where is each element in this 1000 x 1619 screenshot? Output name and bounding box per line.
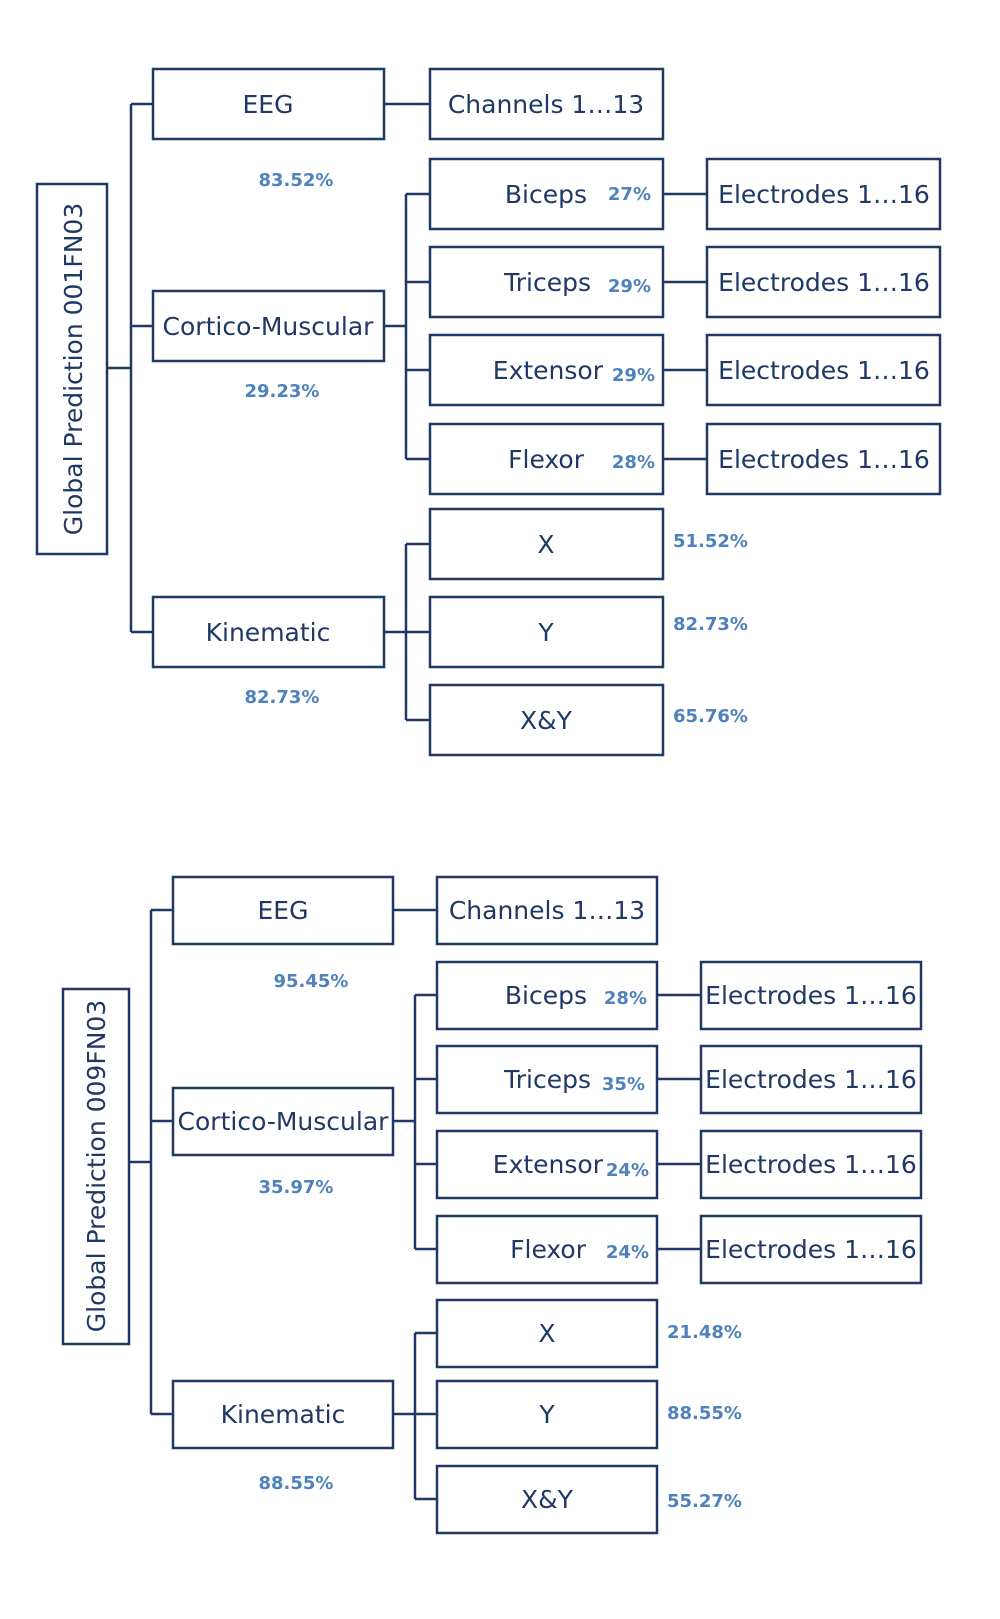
- cortico-accuracy: 35.97%: [259, 1177, 334, 1198]
- electrodes-label: Electrodes 1…16: [705, 1150, 917, 1179]
- eeg-channels-node: Channels 1…13: [428, 67, 665, 141]
- eeg-node: EEG: [151, 67, 386, 141]
- kinematic-label: Kinematic: [206, 618, 331, 647]
- axis-label: Y: [538, 1400, 555, 1429]
- axis-node-x: X: [428, 507, 665, 581]
- axis-percent: 21.48%: [667, 1322, 742, 1343]
- axis-node-x: X: [435, 1298, 659, 1369]
- muscle-label: Extensor: [493, 1150, 604, 1179]
- eeg-label: EEG: [258, 896, 309, 925]
- axis-node-xy: X&Y: [428, 683, 665, 757]
- electrodes-node-triceps: Electrodes 1…16: [699, 1044, 923, 1115]
- eeg-channels-label: Channels 1…13: [449, 896, 645, 925]
- muscle-node-biceps: Biceps 28%: [435, 960, 659, 1031]
- cortico-node: Cortico-Muscular: [171, 1086, 395, 1157]
- muscle-percent: 35%: [602, 1074, 645, 1095]
- axis-label: X&Y: [521, 1485, 574, 1514]
- kinematic-accuracy: 88.55%: [259, 1473, 334, 1494]
- electrodes-label: Electrodes 1…16: [718, 180, 930, 209]
- muscle-percent: 28%: [612, 452, 655, 473]
- muscle-node-extensor: Extensor 24%: [435, 1129, 659, 1200]
- muscle-node-triceps: Triceps 29%: [428, 245, 665, 319]
- muscle-percent: 24%: [606, 1242, 649, 1263]
- eeg-label: EEG: [243, 90, 294, 119]
- muscle-percent: 29%: [608, 276, 651, 297]
- eeg-accuracy: 95.45%: [274, 971, 349, 992]
- muscle-label: Extensor: [493, 356, 604, 385]
- muscle-percent: 27%: [608, 184, 651, 205]
- root-label: Global Prediction 001FN03: [59, 203, 88, 535]
- muscle-node-flexor: Flexor 28%: [428, 422, 665, 496]
- eeg-accuracy: 83.52%: [259, 170, 334, 191]
- eeg-channels-node: Channels 1…13: [435, 875, 659, 946]
- electrodes-node-triceps: Electrodes 1…16: [705, 245, 942, 319]
- muscle-label: Biceps: [505, 981, 587, 1010]
- eeg-node: EEG: [171, 875, 395, 946]
- muscle-node-flexor: Flexor 24%: [435, 1214, 659, 1285]
- muscle-label: Flexor: [508, 445, 585, 474]
- electrodes-label: Electrodes 1…16: [705, 981, 917, 1010]
- kinematic-label: Kinematic: [221, 1400, 346, 1429]
- axis-percent: 82.73%: [673, 614, 748, 635]
- connectors: [107, 102, 707, 722]
- electrodes-node-biceps: Electrodes 1…16: [699, 960, 923, 1031]
- axis-node-y: Y: [435, 1379, 659, 1450]
- muscle-node-biceps: Biceps 27%: [428, 157, 665, 231]
- axis-label: Y: [537, 618, 554, 647]
- root-label: Global Prediction 009FN03: [82, 1000, 111, 1332]
- electrodes-node-extensor: Electrodes 1…16: [705, 333, 942, 407]
- axis-percent: 51.52%: [673, 531, 748, 552]
- axis-percent: 65.76%: [673, 706, 748, 727]
- axis-percent: 55.27%: [667, 1491, 742, 1512]
- electrodes-label: Electrodes 1…16: [705, 1235, 917, 1264]
- cortico-label: Cortico-Muscular: [163, 312, 375, 341]
- electrodes-label: Electrodes 1…16: [718, 356, 930, 385]
- electrodes-node-biceps: Electrodes 1…16: [705, 157, 942, 231]
- axis-label: X: [538, 1319, 555, 1348]
- axis-percent: 88.55%: [667, 1403, 742, 1424]
- axis-label: X: [537, 530, 554, 559]
- axis-node-xy: X&Y: [435, 1464, 659, 1535]
- muscle-percent: 28%: [604, 988, 647, 1009]
- axis-label: X&Y: [520, 706, 573, 735]
- kinematic-node: Kinematic: [171, 1379, 395, 1450]
- root-node: Global Prediction 009FN03: [61, 987, 131, 1346]
- kinematic-accuracy: 82.73%: [245, 687, 320, 708]
- axis-node-y: Y: [428, 595, 665, 669]
- muscle-node-extensor: Extensor 29%: [428, 333, 665, 407]
- diagram-009FN03: Global Prediction 009FN03 EEG 95.45% Cha…: [61, 875, 923, 1535]
- electrodes-node-flexor: Electrodes 1…16: [699, 1214, 923, 1285]
- kinematic-node: Kinematic: [151, 595, 386, 669]
- cortico-accuracy: 29.23%: [245, 381, 320, 402]
- muscle-percent: 24%: [606, 1160, 649, 1181]
- cortico-label: Cortico-Muscular: [178, 1107, 390, 1136]
- electrodes-label: Electrodes 1…16: [705, 1065, 917, 1094]
- diagram-001FN03: Global Prediction 001FN03 EEG 83.52% Cha…: [35, 67, 942, 757]
- muscle-percent: 29%: [612, 365, 655, 386]
- muscle-label: Triceps: [503, 1065, 591, 1094]
- eeg-channels-label: Channels 1…13: [448, 90, 644, 119]
- electrodes-node-extensor: Electrodes 1…16: [699, 1129, 923, 1200]
- muscle-label: Flexor: [510, 1235, 587, 1264]
- muscle-label: Biceps: [505, 180, 587, 209]
- root-node: Global Prediction 001FN03: [35, 182, 109, 556]
- muscle-label: Triceps: [503, 268, 591, 297]
- electrodes-label: Electrodes 1…16: [718, 445, 930, 474]
- electrodes-label: Electrodes 1…16: [718, 268, 930, 297]
- muscle-node-triceps: Triceps 35%: [435, 1044, 659, 1115]
- electrodes-node-flexor: Electrodes 1…16: [705, 422, 942, 496]
- connectors: [129, 908, 701, 1501]
- cortico-node: Cortico-Muscular: [151, 289, 386, 363]
